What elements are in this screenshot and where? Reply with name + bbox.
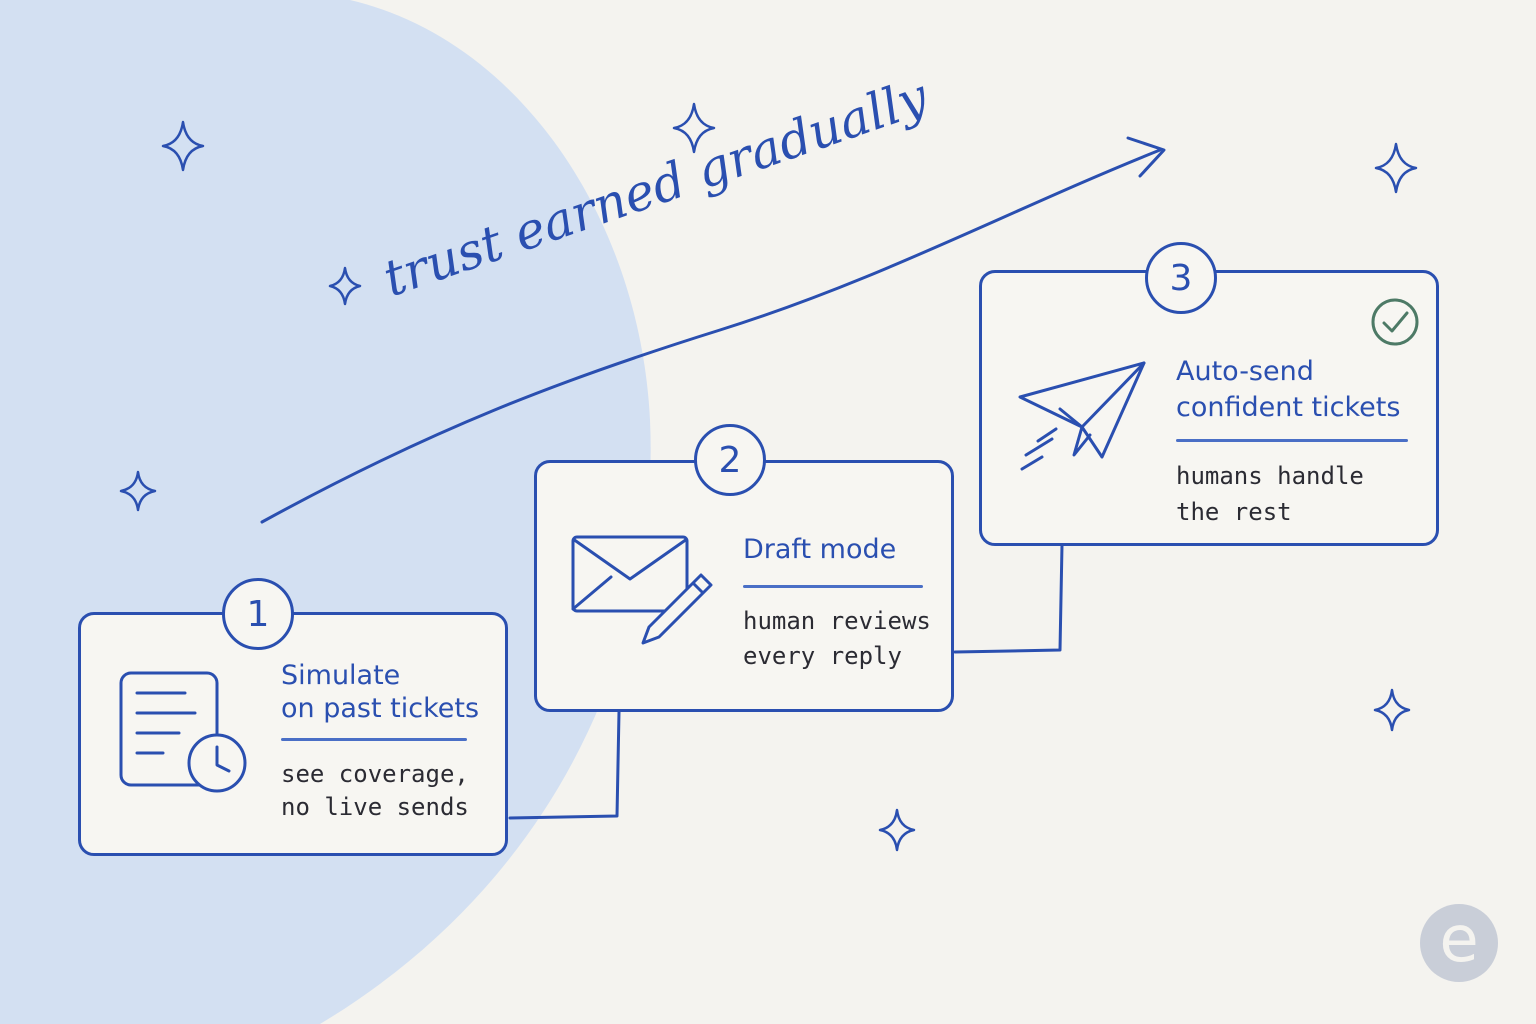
connector-step2-step3: [953, 543, 1064, 654]
step-3-desc-line-2: the rest: [1176, 498, 1292, 526]
step-3-desc-line-1: humans handle: [1176, 462, 1364, 490]
sparkle-icon: [1374, 142, 1418, 194]
check-circle-icon: [1371, 298, 1419, 346]
step-1-desc-line-1: see coverage,: [281, 760, 469, 788]
step-3-number-badge: 3: [1145, 242, 1217, 314]
step-card-2: Draft mode human reviews every reply: [534, 460, 954, 712]
step-card-3: Auto-send confident tickets humans handl…: [979, 270, 1439, 546]
sparkle-icon: [1373, 688, 1411, 732]
step-2-title-line-1: Draft mode: [743, 534, 897, 565]
step-3-title-line-2: confident tickets: [1176, 392, 1401, 423]
paper-plane-icon: [1018, 361, 1146, 471]
sparkle-icon: [878, 808, 916, 852]
sparkle-icon: [672, 102, 716, 154]
step-3-divider: [1176, 439, 1408, 442]
sparkle-icon: [161, 120, 205, 172]
step-card-1: Simulate on past tickets see coverage, n…: [78, 612, 508, 856]
step-3-title-line-1: Auto-send: [1176, 356, 1314, 387]
step-2-divider: [743, 585, 923, 588]
step-1-title-line-2: on past tickets: [281, 693, 480, 724]
sparkle-icon: [119, 470, 157, 512]
document-clock-icon: [119, 671, 247, 793]
step-1-desc-line-2: no live sends: [281, 793, 469, 821]
envelope-pencil-icon: [571, 535, 713, 645]
growth-arrow: [260, 148, 1162, 524]
step-1-divider: [281, 738, 467, 741]
step-2-desc-line-2: every reply: [743, 642, 902, 670]
step-1-number-badge: 1: [222, 578, 294, 650]
step-2-number-badge: 2: [694, 424, 766, 496]
brand-logo: e: [1420, 904, 1498, 982]
step-2-desc-line-1: human reviews: [743, 607, 931, 635]
step-1-title-line-1: Simulate: [281, 660, 401, 691]
connector-step1-step2: [508, 710, 621, 820]
growth-arrow-head: [1126, 136, 1166, 178]
sparkle-icon: [328, 266, 362, 306]
